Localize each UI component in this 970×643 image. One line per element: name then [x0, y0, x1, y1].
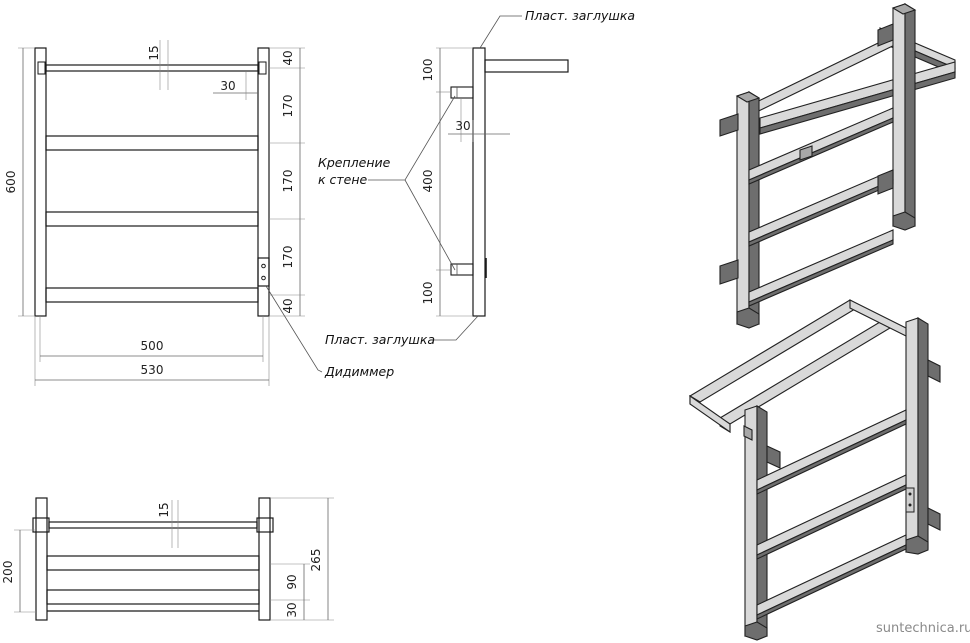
- leader-plug-bottom: [432, 315, 479, 341]
- top-dim-30: 30: [285, 602, 299, 617]
- top-view: 15 200 265 90 30: [1, 497, 334, 621]
- side-dim-bottom-100: 100: [421, 282, 435, 305]
- dimmer-box: [257, 257, 270, 287]
- top-rung-a: [46, 555, 260, 571]
- front-top-clip-right: [258, 61, 267, 75]
- dim-right-170-c: 170: [281, 246, 295, 269]
- top-dim-265: 265: [309, 549, 323, 572]
- iso1-rung-2: [748, 169, 894, 243]
- iso2-dimmer: [905, 487, 915, 513]
- label-mount-line2: к стене: [318, 172, 368, 187]
- front-top-clip-left: [37, 61, 46, 75]
- top-right-post: [258, 497, 271, 621]
- dim-right-170-a: 170: [281, 95, 295, 118]
- top-dim-200: 200: [1, 561, 15, 584]
- side-post: [472, 47, 486, 317]
- iso1-rung-3: [748, 229, 894, 303]
- front-top-bar: [45, 64, 259, 72]
- iso1-right-post: [892, 3, 906, 227]
- side-mount-top: [450, 86, 474, 99]
- side-top-shelf: [484, 59, 569, 73]
- iso2-left-post: [744, 405, 758, 637]
- watermark: suntechnica.ru: [876, 621, 970, 636]
- side-view: 100 400 100 30 Пласт. заглушка Пласт. за…: [318, 8, 635, 347]
- side-mount-bottom: [450, 263, 474, 276]
- iso1-bracket-2: [719, 259, 739, 285]
- dim-offset-30: 30: [220, 79, 235, 93]
- iso-view-upper: [719, 3, 956, 329]
- side-dim-30: 30: [455, 119, 470, 133]
- front-rung-2: [45, 211, 259, 227]
- label-mount-line1: Крепление: [318, 155, 391, 170]
- iso2-rung-2: [756, 474, 907, 556]
- dim-right-bottom-40: 40: [281, 298, 295, 313]
- side-dim-top-100: 100: [421, 59, 435, 82]
- top-dim-15: 15: [157, 502, 171, 517]
- iso2-bracket-3: [927, 507, 941, 531]
- leader-plug-top: [479, 15, 522, 49]
- dim-right-170-b: 170: [281, 170, 295, 193]
- iso2-bracket-2: [927, 359, 941, 383]
- dim-top-gap-15: 15: [147, 45, 161, 60]
- iso1-bracket-4: [877, 169, 894, 195]
- dim-width-530: 530: [141, 363, 164, 377]
- iso2-shelf-end: [689, 394, 731, 434]
- iso2-bracket-1: [766, 445, 781, 469]
- dimmer-leader: [265, 285, 323, 373]
- dim-height-600: 600: [4, 171, 18, 194]
- label-plug-bottom: Пласт. заглушка: [325, 332, 435, 347]
- top-rung-b: [46, 589, 260, 605]
- label-dimmer: Дидиммер: [324, 364, 394, 379]
- dim-width-500: 500: [141, 339, 164, 353]
- front-view: 600 15 30 40 170 170 170 40 500 530 Диди…: [4, 40, 394, 386]
- front-right-post: [257, 47, 270, 317]
- iso2-right-post: [905, 317, 919, 553]
- dimmer-light-icon: [261, 275, 266, 281]
- iso2-rung-1: [756, 409, 907, 491]
- front-rung-1: [45, 135, 259, 151]
- front-rung-3: [45, 287, 259, 303]
- top-dim-90: 90: [285, 574, 299, 589]
- iso1-left-post: [736, 91, 750, 325]
- side-dim-400: 400: [421, 170, 435, 193]
- top-front-bar: [48, 521, 258, 529]
- iso-view-lower: [688, 299, 941, 641]
- top-left-post: [35, 497, 48, 621]
- front-left-post: [34, 47, 47, 317]
- iso1-bracket-3: [877, 23, 894, 47]
- iso1-bracket-1: [719, 113, 739, 137]
- dim-right-top-40: 40: [281, 50, 295, 65]
- label-plug-top: Пласт. заглушка: [525, 8, 635, 23]
- leader-mount-bottom: [404, 179, 456, 271]
- dimmer-knob-icon: [261, 263, 266, 269]
